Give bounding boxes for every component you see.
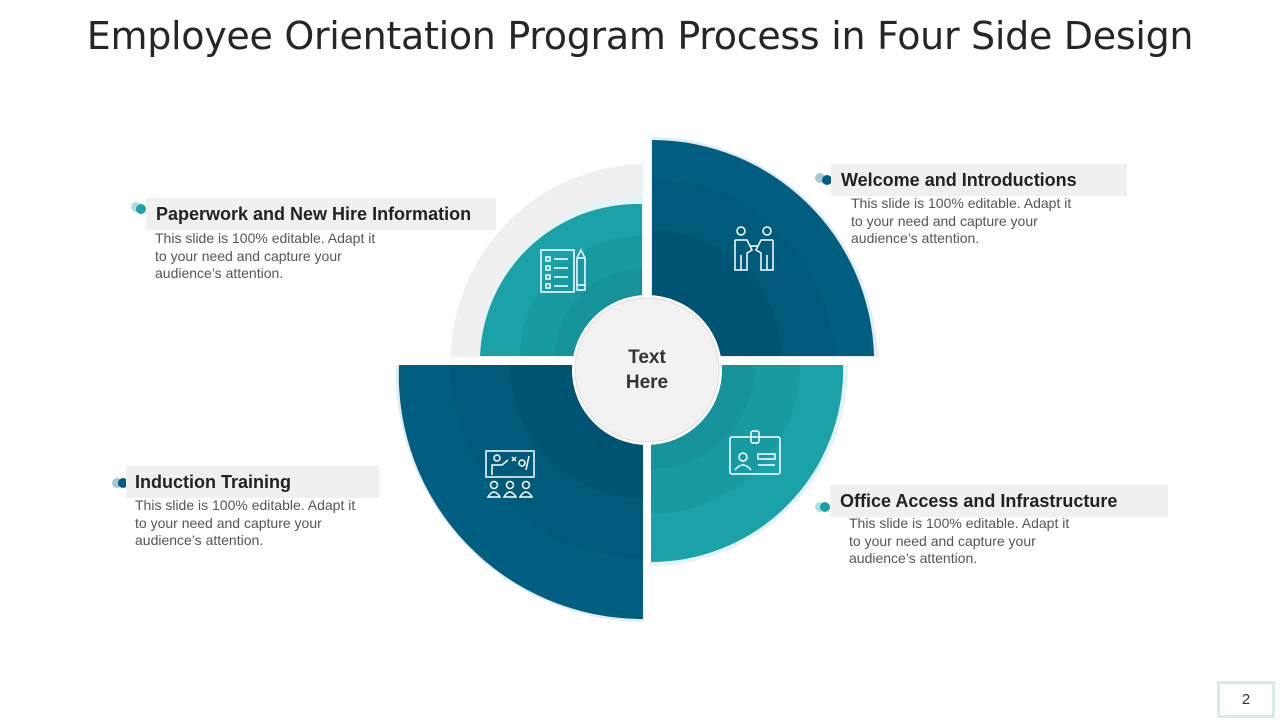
heading-welcome: Welcome and Introductions bbox=[841, 170, 1077, 190]
checklist-pencil-icon bbox=[540, 248, 586, 293]
heading-paperwork: Paperwork and New Hire Information bbox=[156, 204, 472, 224]
segment-training[interactable] bbox=[395, 362, 646, 623]
heading-training: Induction Training bbox=[135, 472, 291, 492]
description-office: This slide is 100% editable. Adapt it to… bbox=[849, 515, 1070, 566]
center-text-line2: Here bbox=[625, 372, 669, 393]
bullet-dot bbox=[136, 204, 146, 214]
bullet-dot bbox=[820, 502, 830, 512]
heading-office: Office Access and Infrastructure bbox=[840, 491, 1118, 511]
page-title: Employee Orientation Program Process in … bbox=[86, 14, 1194, 58]
description-welcome: This slide is 100% editable. Adapt it to… bbox=[851, 195, 1072, 246]
description-paperwork: This slide is 100% editable. Adapt it to… bbox=[155, 230, 376, 281]
presentation-audience-icon bbox=[485, 450, 535, 498]
id-badge-icon bbox=[729, 430, 781, 475]
bullet-dot bbox=[118, 478, 128, 488]
segment-welcome[interactable] bbox=[650, 136, 878, 358]
center-text-line1: Text bbox=[628, 347, 666, 368]
bullet-dot bbox=[822, 175, 832, 185]
description-training: This slide is 100% editable. Adapt it to… bbox=[135, 497, 356, 548]
center-text: Text Here bbox=[595, 345, 699, 395]
handshake-people-icon bbox=[734, 226, 774, 271]
page-number-box: 2 bbox=[1217, 681, 1275, 718]
page-number: 2 bbox=[1241, 691, 1251, 708]
